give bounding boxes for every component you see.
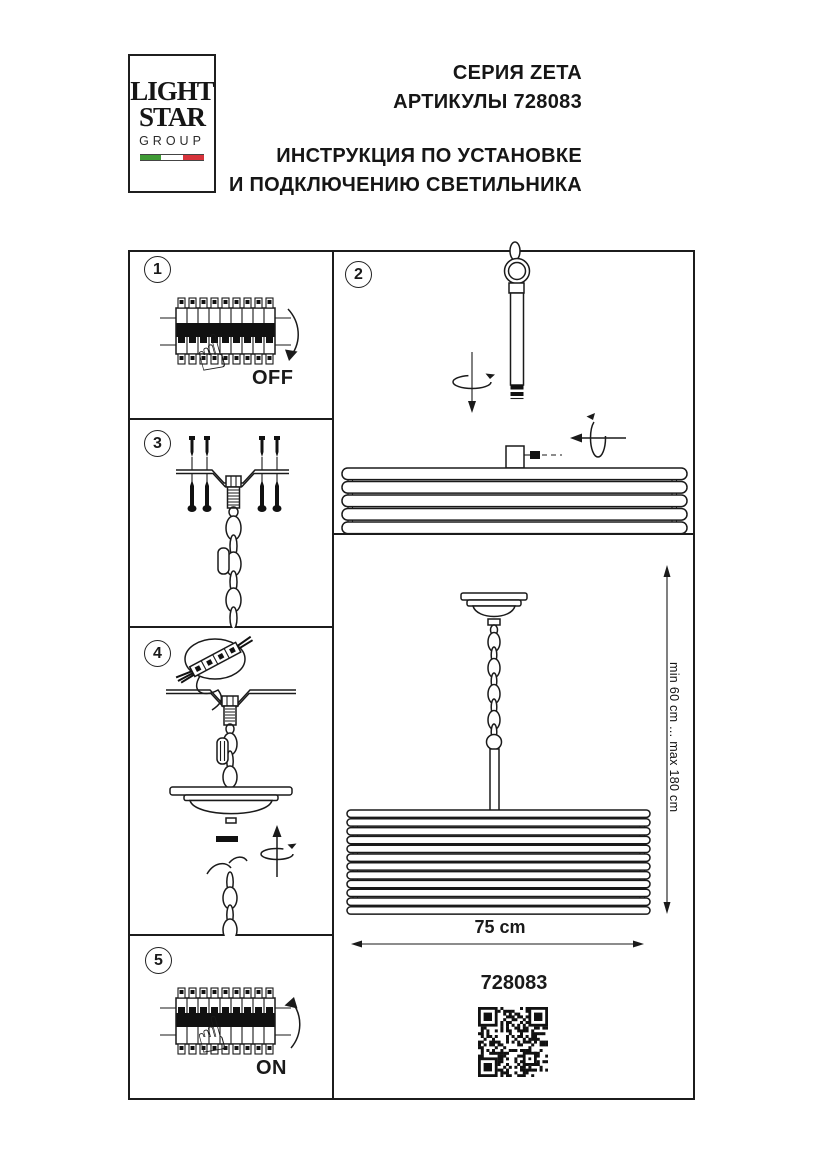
- screw-bar-drawing: [216, 836, 238, 842]
- ball-joint-drawing: [485, 733, 503, 751]
- logo-text-star: STAR: [138, 101, 206, 132]
- rotate-up-arrow: [260, 825, 297, 877]
- step-badge-1: 1: [144, 256, 171, 283]
- rotate-up-arrow: [290, 1001, 301, 1049]
- step-badge-2: 2: [345, 261, 372, 288]
- qr-code: [478, 1007, 548, 1077]
- height-dimension-line: [663, 565, 671, 914]
- instruction-title-line2: И ПОДКЛЮЧЕНИЮ СВЕТИЛЬНИКА: [228, 174, 582, 196]
- article-number: 728083: [480, 972, 548, 994]
- step1-breaker-off-diagram: [160, 297, 299, 365]
- lightstar-logo: LIGHT STAR GROUP: [128, 54, 216, 193]
- pendant-lamp-dimension-diagram: [346, 565, 671, 948]
- screw-rotate-symbol-left: [452, 352, 495, 413]
- screws-and-dowels-drawing: [187, 436, 282, 512]
- grid-divider-h1: [130, 418, 334, 420]
- header-text-block: СЕРИЯ ZETA АРТИКУЛЫ 728083 ИНСТРУКЦИЯ ПО…: [229, 59, 582, 200]
- hanging-rod-drawing: [503, 241, 531, 400]
- shade-slats-drawing: [341, 467, 688, 535]
- wire-callout-drawing: [175, 635, 254, 711]
- series-title: СЕРИЯ ZETA: [452, 62, 582, 84]
- italian-flag-icon: [140, 153, 204, 161]
- articles-line: АРТИКУЛЫ 728083: [393, 91, 582, 113]
- logo-text-light: LIGHT: [130, 76, 215, 106]
- step2-rod-diagram: [341, 241, 688, 535]
- height-range-label: min 60 cm ... max 180 cm: [667, 662, 681, 813]
- step5-breaker-on-diagram: [160, 987, 301, 1055]
- width-dimension-line: [351, 940, 644, 948]
- step4-canopy-diagram: [166, 635, 297, 936]
- canopy-drawing: [460, 592, 528, 626]
- shade-width-label: 75 cm: [474, 917, 526, 937]
- chain-upper-drawing: [216, 732, 238, 789]
- instruction-title-line1: ИНСТРУКЦИЯ ПО УСТАНОВКЕ: [276, 145, 582, 167]
- chain-drawing: [225, 515, 242, 628]
- rotate-down-arrow: [287, 308, 299, 357]
- circuit-breaker-drawing: [160, 297, 291, 365]
- step-badge-3: 3: [144, 430, 171, 457]
- rod-drawing: [489, 748, 500, 812]
- shade-slats-drawing: [346, 809, 651, 915]
- step-badge-5: 5: [145, 947, 172, 974]
- chain-lower-drawing: [206, 856, 248, 936]
- grid-divider-vertical: [332, 252, 334, 1098]
- circuit-breaker-drawing: [160, 987, 291, 1055]
- bracket-drawing: [166, 689, 296, 735]
- steps-grid: [128, 241, 695, 1100]
- chain-drawing: [487, 624, 501, 741]
- on-label: ON: [256, 1057, 287, 1079]
- step3-bracket-diagram: [176, 436, 289, 628]
- shade-nipple-and-screw: [505, 413, 626, 469]
- step-badge-4: 4: [144, 640, 171, 667]
- logo-text-group: GROUP: [139, 133, 205, 148]
- off-label: OFF: [252, 367, 294, 389]
- canopy-drawing: [169, 786, 293, 824]
